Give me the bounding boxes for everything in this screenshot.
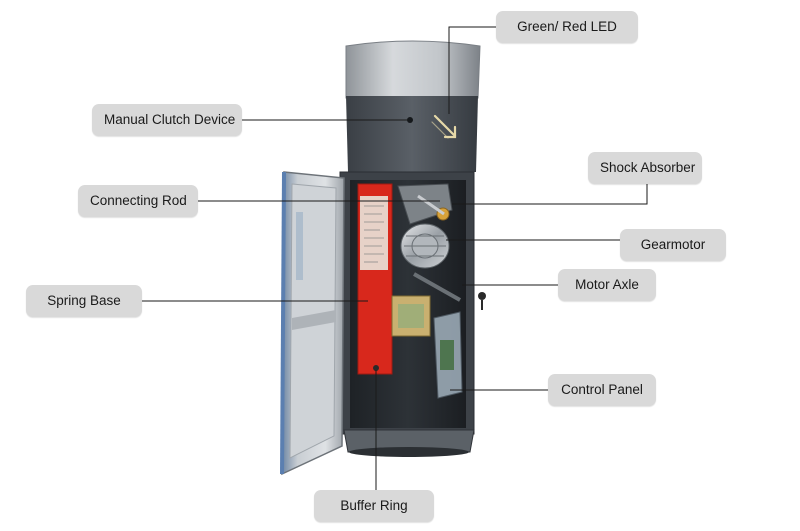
label-shock-absorber: Shock Absorber (588, 152, 702, 184)
cabinet-led-band (346, 96, 478, 172)
leader-lines (142, 26, 648, 490)
label-buffer-ring: Buffer Ring (314, 490, 434, 522)
manual-clutch-knob (407, 117, 413, 123)
leader-shock-absorber (452, 182, 648, 205)
label-control-panel: Control Panel (548, 374, 656, 406)
motor-axle-arm (413, 272, 461, 302)
label-green-red-led: Green/ Red LED (496, 11, 638, 43)
label-connecting-rod: Connecting Rod (78, 185, 198, 217)
label-gearmotor: Gearmotor (620, 229, 726, 261)
label-spring-base: Spring Base (26, 285, 142, 317)
label-motor-axle: Motor Axle (558, 269, 656, 301)
label-manual-clutch-device: Manual Clutch Device (92, 104, 242, 136)
leader-green-red-led (448, 26, 496, 114)
led-arrow-icon (431, 114, 457, 139)
key-icon (478, 292, 486, 310)
cabinet-top-cap (345, 40, 481, 99)
